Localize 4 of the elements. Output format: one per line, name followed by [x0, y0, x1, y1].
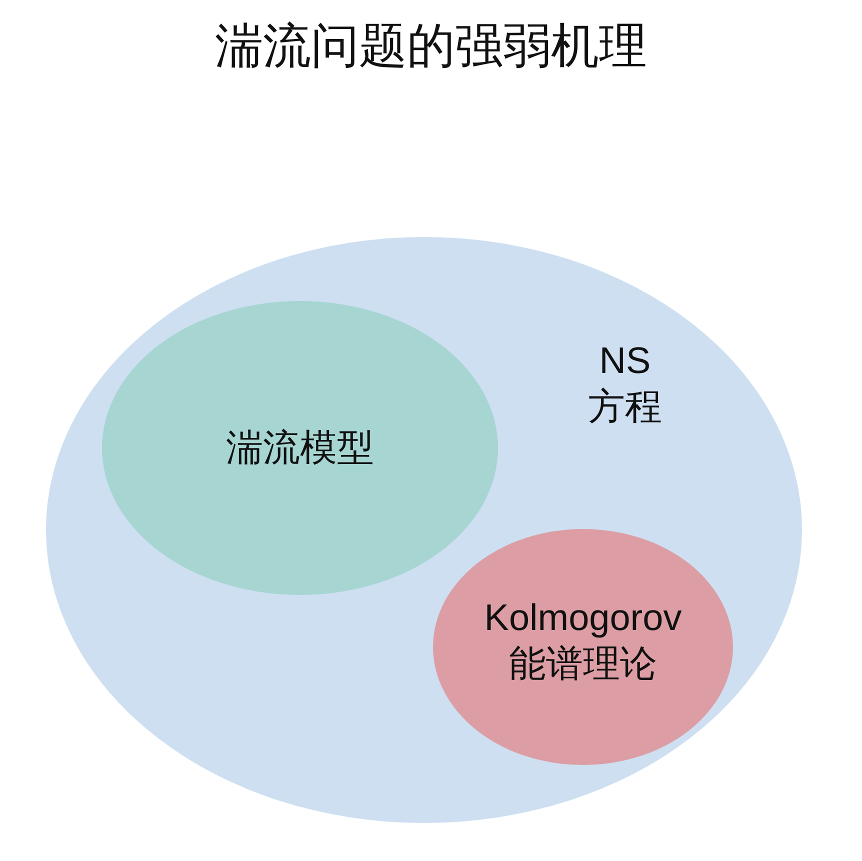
title: 湍流问题的强弱机理 [214, 19, 648, 75]
ellipse-label: Kolmogorov 能谱理论 [483, 596, 683, 686]
ellipse-label: 湍流模型 [225, 426, 375, 470]
ellipse-label: NS 方程 [587, 339, 663, 429]
